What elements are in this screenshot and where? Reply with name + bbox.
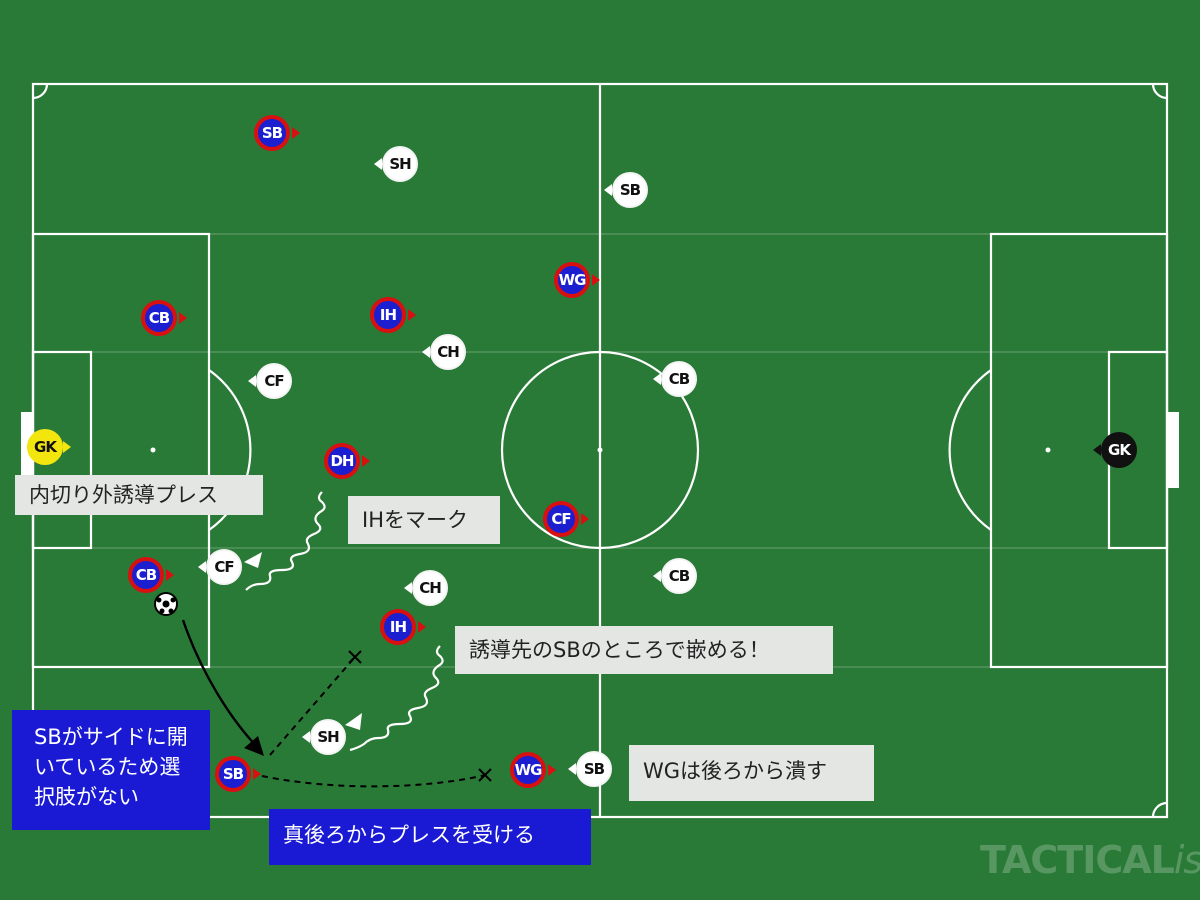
player-blue-cb[interactable]: CB [141, 300, 187, 336]
player-white-sh[interactable]: SH [374, 146, 418, 182]
player-blue-sb[interactable]: SB [254, 115, 300, 151]
facing-arrow-icon [418, 621, 426, 633]
watermark-logo: TACTICALista [980, 838, 1200, 882]
player-blue-dh[interactable]: DH [324, 443, 370, 479]
player-blue-cf[interactable]: CF [543, 501, 589, 537]
player-white-ch[interactable]: CH [422, 334, 466, 370]
facing-arrow-icon [63, 441, 71, 453]
cf-press-arrowhead [244, 552, 262, 568]
blocked-pass-to-wg [261, 774, 487, 788]
sh-press-run [349, 645, 444, 752]
player-white-cb[interactable]: CB [653, 361, 697, 397]
cf-press-run [245, 491, 326, 591]
player-white-sb-lower[interactable]: SB [568, 751, 612, 787]
corner-arc-top-right [1151, 83, 1168, 100]
pitch-stripes [33, 233, 1167, 668]
player-blue-wg-lower[interactable]: WG [510, 752, 556, 788]
pass-line [181, 619, 263, 753]
player-white-cb-lower[interactable]: CB [653, 558, 697, 594]
blocked-mark-wg [478, 768, 492, 782]
facing-arrow-icon [422, 346, 430, 358]
label-ih-mark: IHをマーク [348, 496, 500, 544]
center-circle [500, 350, 700, 550]
player-white-sb[interactable]: SB [604, 172, 648, 208]
facing-arrow-icon [179, 312, 187, 324]
player-blue-cb-with-ball[interactable]: CB [128, 557, 174, 593]
right-penalty-spot [1045, 447, 1051, 453]
player-goalkeeper-yellow[interactable]: GK [27, 429, 71, 465]
player-blue-ih[interactable]: IH [370, 297, 416, 333]
facing-arrow-icon [374, 158, 382, 170]
label-wg-from-behind: WGは後ろから潰す [629, 745, 874, 801]
center-spot [597, 447, 603, 453]
facing-arrow-icon [568, 763, 576, 775]
facing-arrow-icon [248, 375, 256, 387]
football-ball-icon [154, 592, 178, 616]
player-white-sh-lower[interactable]: SH [302, 719, 346, 755]
right-penalty-arc [948, 369, 992, 531]
player-goalkeeper-black[interactable]: GK [1093, 432, 1137, 468]
facing-arrow-icon [653, 570, 661, 582]
label-press-from-behind: 真後ろからプレスを受ける [269, 809, 591, 865]
pass-arrowhead [244, 736, 264, 756]
player-blue-sb-lower[interactable]: SB [215, 756, 261, 792]
corner-arc-bottom-right [1151, 801, 1168, 818]
player-blue-ih-lower[interactable]: IH [380, 609, 426, 645]
right-goal [1167, 412, 1179, 488]
facing-arrow-icon [653, 373, 661, 385]
left-penalty-spot [150, 447, 156, 453]
facing-arrow-icon [302, 731, 310, 743]
right-penalty-area [989, 232, 1169, 669]
player-white-cf-pressing[interactable]: CF [198, 549, 242, 585]
facing-arrow-icon [548, 764, 556, 776]
facing-arrow-icon [362, 455, 370, 467]
facing-arrow-icon [166, 569, 174, 581]
facing-arrow-icon [408, 309, 416, 321]
label-sb-no-options: SBがサイドに開いているため選択肢がない [12, 710, 210, 830]
facing-arrow-icon [404, 582, 412, 594]
player-white-ch-lower[interactable]: CH [404, 570, 448, 606]
facing-arrow-icon [592, 274, 600, 286]
label-trap: 誘導先のSBのところで嵌める！ [455, 626, 833, 674]
facing-arrow-icon [581, 513, 589, 525]
facing-arrow-icon [604, 184, 612, 196]
corner-arc-top-left [32, 83, 49, 100]
facing-arrow-icon [198, 561, 206, 573]
player-white-cf[interactable]: CF [248, 363, 292, 399]
sh-press-arrowhead [345, 713, 362, 730]
player-blue-wg[interactable]: WG [554, 262, 600, 298]
blocked-mark-ih [348, 650, 362, 664]
facing-arrow-icon [1093, 444, 1101, 456]
facing-arrow-icon [292, 127, 300, 139]
facing-arrow-icon [253, 768, 261, 780]
label-pressure-type: 内切り外誘導プレス [15, 475, 263, 515]
